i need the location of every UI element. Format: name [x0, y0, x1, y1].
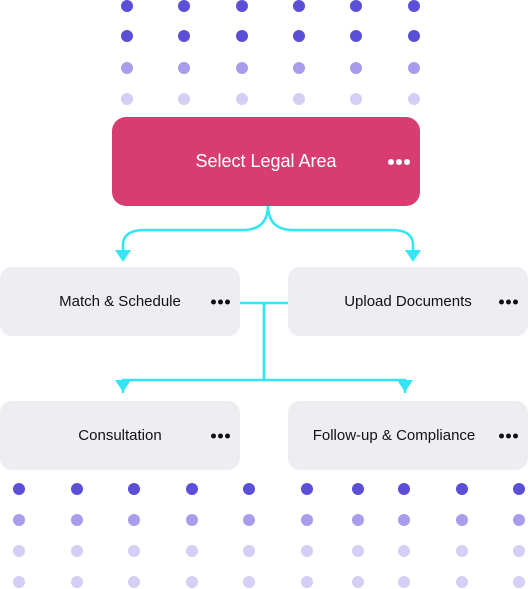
arrowhead-consultation: [115, 380, 131, 392]
node-upload-documents[interactable]: Upload Documents: [288, 267, 528, 336]
connector-root-to-match: [121, 203, 270, 260]
decorative-dot: [128, 483, 140, 495]
decorative-dot: [121, 0, 133, 12]
decorative-dot: [513, 514, 525, 526]
decorative-dot: [352, 545, 364, 557]
decorative-dot: [236, 0, 248, 12]
decorative-dot: [398, 514, 410, 526]
decorative-dot: [398, 483, 410, 495]
arrowhead-match: [115, 250, 131, 262]
node-follow-up-and-compliance[interactable]: Follow-up & Compliance: [288, 401, 528, 470]
decorative-dot: [186, 483, 198, 495]
decorative-dot: [398, 576, 410, 588]
decorative-dot: [121, 93, 133, 105]
node-label: Select Legal Area: [195, 151, 337, 171]
decorative-dot: [243, 514, 255, 526]
decorative-dot: [186, 545, 198, 557]
decorative-dot: [186, 514, 198, 526]
decorative-dot: [456, 545, 468, 557]
decorative-dot: [128, 576, 140, 588]
decorative-dot: [350, 93, 362, 105]
arrowhead-followup: [397, 380, 413, 392]
decorative-dot: [408, 62, 420, 74]
decorative-dot: [352, 576, 364, 588]
decorative-dot: [71, 483, 83, 495]
decorative-dot: [293, 0, 305, 12]
node-consultation[interactable]: Consultation: [0, 401, 240, 470]
node-label: Match & Schedule: [59, 293, 181, 310]
decorative-dot: [71, 545, 83, 557]
decorative-dot: [178, 30, 190, 42]
decorative-dot: [352, 514, 364, 526]
decorative-dot: [178, 0, 190, 12]
decorative-dot: [13, 514, 25, 526]
more-horizontal-icon[interactable]: [499, 299, 518, 304]
node-match-and-schedule[interactable]: Match & Schedule: [0, 267, 240, 336]
decorative-dot: [243, 576, 255, 588]
decorative-dot: [301, 483, 313, 495]
decorative-dot: [513, 483, 525, 495]
decorative-dot: [456, 576, 468, 588]
decorative-dot: [186, 576, 198, 588]
decorative-dot: [408, 30, 420, 42]
decorative-dot: [236, 30, 248, 42]
decorative-dot: [13, 545, 25, 557]
decorative-dot: [71, 514, 83, 526]
decorative-dot: [293, 30, 305, 42]
decorative-dot: [456, 483, 468, 495]
decorative-dot: [71, 576, 83, 588]
more-horizontal-icon[interactable]: [211, 299, 230, 304]
node-select-legal-area[interactable]: Select Legal Area: [112, 117, 420, 206]
decorative-dot: [178, 93, 190, 105]
decorative-dot: [293, 93, 305, 105]
decorative-dot: [293, 62, 305, 74]
decorative-dot: [350, 30, 362, 42]
connector-root-to-upload: [266, 203, 415, 260]
decorative-dot: [178, 62, 190, 74]
decorative-dot: [243, 483, 255, 495]
decorative-dot: [350, 0, 362, 12]
decorative-dot: [121, 30, 133, 42]
decorative-dot: [513, 576, 525, 588]
node-label: Upload Documents: [344, 293, 472, 310]
decorative-dot: [128, 514, 140, 526]
decorative-dot: [301, 514, 313, 526]
decorative-dot: [121, 62, 133, 74]
decorative-dot: [352, 483, 364, 495]
arrowhead-upload: [405, 250, 421, 262]
decorative-dot: [13, 483, 25, 495]
more-horizontal-icon[interactable]: [499, 433, 518, 438]
more-horizontal-icon[interactable]: [388, 158, 410, 165]
decorative-dot: [408, 0, 420, 12]
decorative-dot: [13, 576, 25, 588]
decorative-dot: [301, 545, 313, 557]
decorative-dot: [301, 576, 313, 588]
decorative-dot: [456, 514, 468, 526]
more-horizontal-icon[interactable]: [211, 433, 230, 438]
decorative-dot: [236, 93, 248, 105]
decorative-dot: [243, 545, 255, 557]
decorative-dot: [128, 545, 140, 557]
decorative-dot: [350, 62, 362, 74]
decorative-dot: [398, 545, 410, 557]
decorative-dot: [408, 93, 420, 105]
decorative-dot: [236, 62, 248, 74]
decorative-dot: [513, 545, 525, 557]
node-label: Follow-up & Compliance: [312, 427, 476, 444]
node-label: Consultation: [78, 427, 162, 444]
